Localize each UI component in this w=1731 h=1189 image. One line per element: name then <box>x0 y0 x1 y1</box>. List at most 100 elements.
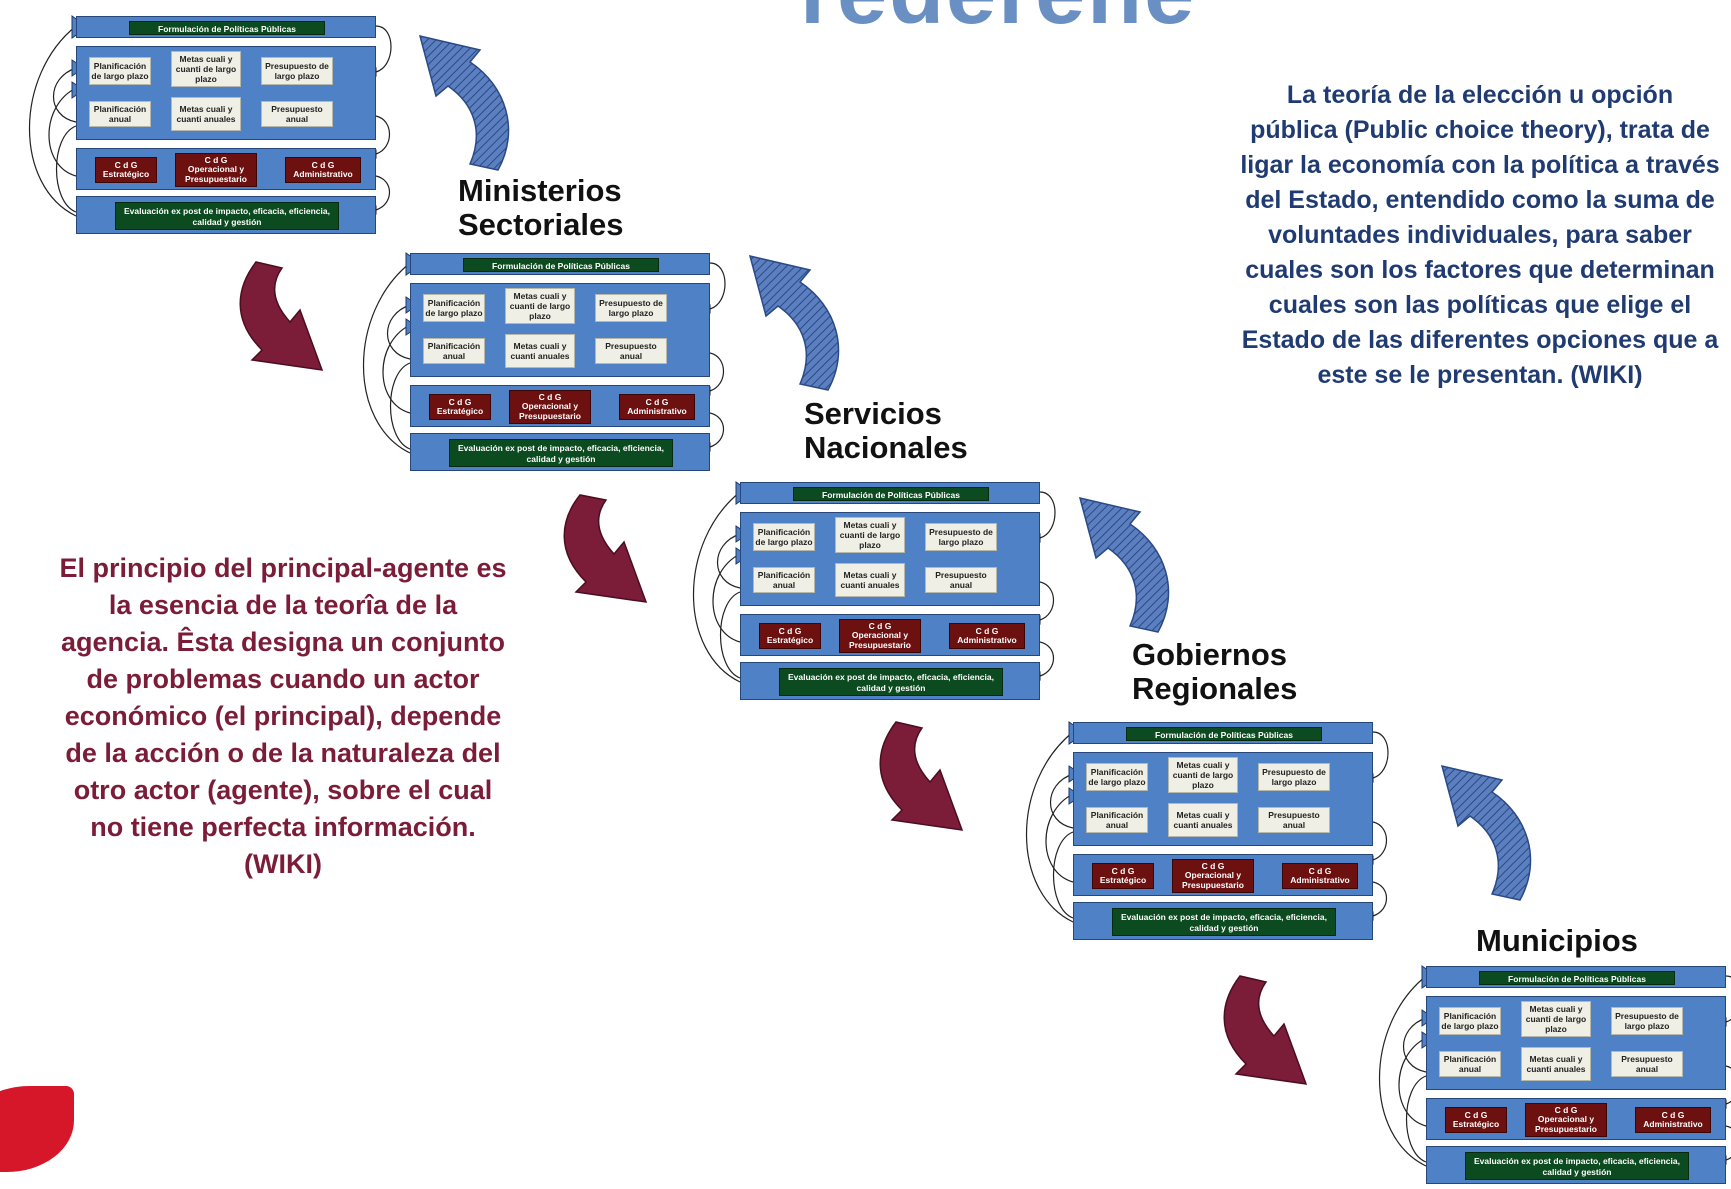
cdg-estrategico-box: C d G Estratégico <box>1445 1107 1507 1133</box>
lane-formulacion: Formulación de Políticas Públicas <box>1073 722 1373 744</box>
presupuesto-anual-box: Presupuesto anual <box>1611 1051 1683 1077</box>
formulacion-box: Formulación de Políticas Públicas <box>463 258 659 272</box>
cdg-estrategico-box: C d G Estratégico <box>1092 863 1154 889</box>
level-label-line: Sectoriales <box>458 207 624 242</box>
presupuesto-anual-box: Presupuesto anual <box>925 567 997 593</box>
governance-block-5: Formulación de Políticas Públicas Planif… <box>1379 965 1731 1186</box>
cdg-label: C d G <box>975 625 999 636</box>
cdg-estrategico-label: Estratégico <box>766 635 814 645</box>
cdg-administrativo-box: C d G Administrativo <box>619 394 695 420</box>
metas-anuales-box: Metas cuali y cuanti anuales <box>1521 1047 1591 1081</box>
cdg-operacional-box: C d G Operacional y Presupuestario <box>839 619 921 653</box>
planificacion-largo-plazo-box: Planificación de largo plazo <box>89 57 151 85</box>
metas-largo-plazo-box: Metas cuali y cuanti de largo plazo <box>835 517 905 553</box>
down-arrow-2 <box>563 494 648 603</box>
public-choice-note: La teoría de la elección u opción públic… <box>1240 81 1720 389</box>
lane-planificacion: Planificación de largo plazo Metas cuali… <box>1426 996 1726 1090</box>
cdg-operacional-label: Operacional y Presupuestario <box>519 401 581 421</box>
presupuesto-anual-box: Presupuesto anual <box>261 101 333 127</box>
cdg-estrategico-label: Estratégico <box>1452 1119 1500 1129</box>
metas-anuales-box: Metas cuali y cuanti anuales <box>1168 803 1238 837</box>
metas-anuales-box: Metas cuali y cuanti anuales <box>171 97 241 131</box>
evaluacion-box: Evaluación ex post de impacto, eficacia,… <box>1465 1152 1689 1180</box>
lane-formulacion: Formulación de Políticas Públicas <box>740 482 1040 504</box>
cdg-administrativo-label: Administrativo <box>1290 875 1350 885</box>
metas-largo-plazo-box: Metas cuali y cuanti de largo plazo <box>1521 1001 1591 1037</box>
level-label-ministerios: Ministerios Sectoriales <box>458 174 623 242</box>
presupuesto-largo-plazo-box: Presupuesto de largo plazo <box>925 523 997 551</box>
formulacion-box: Formulación de Políticas Públicas <box>1126 727 1322 741</box>
up-arrow-3 <box>1078 496 1170 633</box>
planificacion-anual-box: Planificación anual <box>1086 807 1148 833</box>
cdg-operacional-box: C d G Operacional y Presupuestario <box>1172 859 1254 893</box>
cdg-label: C d G <box>448 396 472 407</box>
presupuesto-largo-plazo-box: Presupuesto de largo plazo <box>261 57 333 85</box>
metas-largo-plazo-box: Metas cuali y cuanti de largo plazo <box>171 51 241 87</box>
cdg-estrategico-box: C d G Estratégico <box>95 157 157 183</box>
planificacion-largo-plazo-box: Planificación de largo plazo <box>1086 763 1148 791</box>
cdg-administrativo-box: C d G Administrativo <box>949 623 1025 649</box>
cdg-administrativo-box: C d G Administrativo <box>1282 863 1358 889</box>
lane-formulacion: Formulación de Políticas Públicas <box>410 253 710 275</box>
cdg-label: C d G <box>1308 865 1332 876</box>
evaluacion-box: Evaluación ex post de impacto, eficacia,… <box>779 668 1003 696</box>
evaluacion-box: Evaluación ex post de impacto, eficacia,… <box>1112 908 1336 936</box>
formulacion-box: Formulación de Políticas Públicas <box>1479 971 1675 985</box>
cdg-administrativo-label: Administrativo <box>1643 1119 1703 1129</box>
lane-planificacion: Planificación de largo plazo Metas cuali… <box>76 46 376 140</box>
cdg-label: C d G <box>1201 860 1225 871</box>
planificacion-anual-box: Planificación anual <box>753 567 815 593</box>
cdg-administrativo-label: Administrativo <box>627 406 687 416</box>
planificacion-anual-box: Planificación anual <box>89 101 151 127</box>
lane-evaluacion: Evaluación ex post de impacto, eficacia,… <box>740 662 1040 700</box>
lane-planificacion: Planificación de largo plazo Metas cuali… <box>410 283 710 377</box>
cdg-label: C d G <box>1554 1104 1578 1115</box>
lane-planificacion: Planificación de largo plazo Metas cuali… <box>1073 752 1373 846</box>
level-label-line: Municipios <box>1476 923 1638 958</box>
cdg-operacional-label: Operacional y Presupuestario <box>1535 1114 1597 1134</box>
level-label-servicios: Servicios Nacionales <box>804 397 968 465</box>
up-arrow-1 <box>418 34 510 171</box>
metas-largo-plazo-box: Metas cuali y cuanti de largo plazo <box>505 288 575 324</box>
planificacion-anual-box: Planificación anual <box>1439 1051 1501 1077</box>
cdg-estrategico-box: C d G Estratégico <box>759 623 821 649</box>
cdg-label: C d G <box>1464 1109 1488 1120</box>
cdg-label: C d G <box>114 159 138 170</box>
governance-block-3: Formulación de Políticas Públicas Planif… <box>693 481 1056 702</box>
cdg-operacional-label: Operacional y Presupuestario <box>185 164 247 184</box>
governance-block-1: Formulación de Políticas Públicas Planif… <box>29 15 392 236</box>
planificacion-largo-plazo-box: Planificación de largo plazo <box>1439 1007 1501 1035</box>
cdg-label: C d G <box>1111 865 1135 876</box>
level-label-line: Servicios <box>804 396 942 431</box>
lane-evaluacion: Evaluación ex post de impacto, eficacia,… <box>1073 902 1373 940</box>
planificacion-anual-box: Planificación anual <box>423 338 485 364</box>
lane-evaluacion: Evaluación ex post de impacto, eficacia,… <box>410 433 710 471</box>
up-arrow-4 <box>1440 764 1532 901</box>
cdg-estrategico-box: C d G Estratégico <box>429 394 491 420</box>
governance-block-4: Formulación de Políticas Públicas Planif… <box>1026 721 1389 942</box>
up-arrow-2 <box>748 254 840 391</box>
lane-planificacion: Planificación de largo plazo Metas cuali… <box>740 512 1040 606</box>
lane-evaluacion: Evaluación ex post de impacto, eficacia,… <box>76 196 376 234</box>
cdg-administrativo-box: C d G Administrativo <box>1635 1107 1711 1133</box>
governance-block-2: Formulación de Políticas Públicas Planif… <box>363 252 726 473</box>
cdg-estrategico-label: Estratégico <box>102 169 150 179</box>
cdg-label: C d G <box>311 159 335 170</box>
cdg-administrativo-label: Administrativo <box>957 635 1017 645</box>
lane-formulacion: Formulación de Políticas Públicas <box>76 16 376 38</box>
lane-cdg: C d G Estratégico C d G Operacional y Pr… <box>1426 1098 1726 1140</box>
cdg-administrativo-box: C d G Administrativo <box>285 157 361 183</box>
presupuesto-anual-box: Presupuesto anual <box>1258 807 1330 833</box>
level-label-line: Regionales <box>1132 671 1298 706</box>
cdg-operacional-box: C d G Operacional y Presupuestario <box>175 153 257 187</box>
presupuesto-largo-plazo-box: Presupuesto de largo plazo <box>1258 763 1330 791</box>
lane-formulacion: Formulación de Políticas Públicas <box>1426 966 1726 988</box>
planificacion-largo-plazo-box: Planificación de largo plazo <box>423 294 485 322</box>
presupuesto-largo-plazo-box: Presupuesto de largo plazo <box>1611 1007 1683 1035</box>
down-arrow-4 <box>1223 975 1308 1085</box>
metas-largo-plazo-box: Metas cuali y cuanti de largo plazo <box>1168 757 1238 793</box>
cdg-estrategico-label: Estratégico <box>1099 875 1147 885</box>
cdg-estrategico-label: Estratégico <box>436 406 484 416</box>
level-label-gobiernos: Gobiernos Regionales <box>1132 638 1297 706</box>
